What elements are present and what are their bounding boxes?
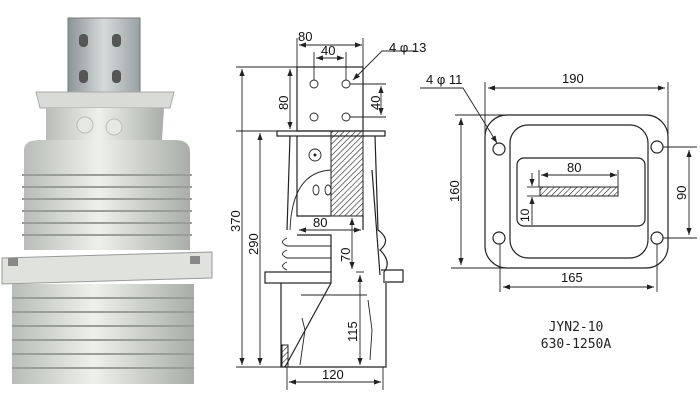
dim-body-height: 290: [246, 233, 261, 255]
sheds: [22, 174, 192, 236]
dim-hole-spacing: 40: [321, 43, 335, 58]
dim-inner-width: 80: [313, 215, 327, 230]
dim-base-width: 120: [322, 367, 344, 382]
dim-outer-width: 190: [562, 71, 584, 86]
dim-hole-pitch-y: 90: [674, 186, 689, 200]
front-view-drawing: 10 80 190 4 φ 11 160 165 90 JYN2-10 630-…: [420, 71, 697, 352]
dim-outer-height: 160: [447, 180, 462, 202]
copper-terminal-plate: [67, 17, 141, 101]
side-view-drawing: 80 40 4 φ 13 80 40 370 290 80 70 115 120: [228, 29, 426, 390]
side-bellows: [282, 237, 331, 271]
dim-top-width: 80: [298, 29, 312, 44]
model-label: JYN2-10: [549, 320, 604, 335]
dim-bar-offset: 10: [518, 208, 532, 222]
plate-holes: [309, 79, 351, 122]
dim-base-height: 115: [345, 321, 360, 342]
insulator-photo: [1, 17, 213, 384]
front-hole-callout: 4 φ 11: [426, 72, 462, 87]
dim-inner-depth: 70: [338, 248, 353, 262]
dim-bar-width: 80: [567, 160, 581, 175]
side-hole-callout: 4 φ 13: [389, 40, 426, 55]
dim-hole-vertical: 40: [368, 96, 383, 110]
dim-hole-pitch-x: 165: [561, 270, 583, 285]
dim-total-height: 370: [228, 210, 243, 232]
rating-label: 630-1250A: [541, 337, 612, 352]
terminal-holes: [79, 34, 121, 83]
dim-plate-height: 80: [276, 96, 291, 110]
